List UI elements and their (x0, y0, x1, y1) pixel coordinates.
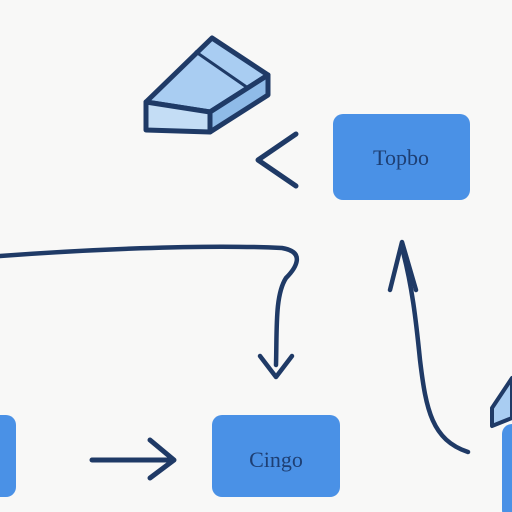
arrow-right (92, 440, 174, 478)
connector-up-to-topbo (390, 242, 468, 452)
node-cingo-label: Cingo (249, 447, 303, 472)
connector-left-to-cingo (0, 247, 297, 377)
node-topbo-label: Topbo (373, 145, 429, 170)
chevron-left-icon (258, 134, 296, 186)
block-corner-icon (492, 378, 512, 426)
eraser-block-icon (146, 38, 268, 132)
node-cingo[interactable]: Cingo (212, 415, 340, 497)
node-topbo[interactable]: Topbo (333, 114, 470, 200)
node-right-edge[interactable] (502, 424, 512, 512)
node-left-edge[interactable] (0, 415, 16, 497)
